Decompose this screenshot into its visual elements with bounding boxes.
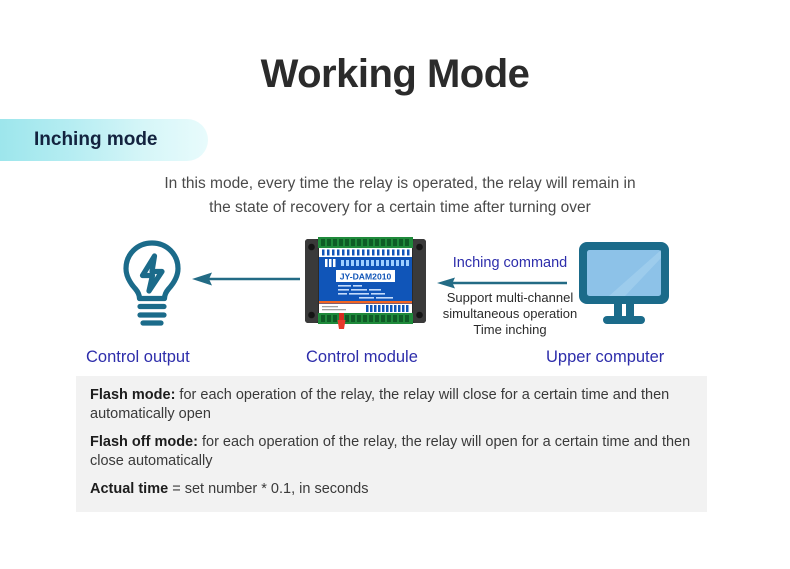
flash-mode-title: Flash mode:	[90, 387, 176, 403]
actual-time-title: Actual time	[90, 481, 169, 497]
inching-command-details: Support multi-channel simultaneous opera…	[425, 290, 595, 338]
monitor-icon	[575, 238, 673, 333]
flash-off-mode-text: for each operation of the relay, the rel…	[90, 434, 691, 469]
flash-off-mode-title: Flash off mode:	[90, 434, 198, 450]
flash-off-mode-description: Flash off mode: for each operation of th…	[90, 433, 693, 471]
caption-upper-computer: Upper computer	[546, 348, 665, 366]
module-model-label: JY-DAM2010	[340, 271, 392, 281]
inching-command-label: Inching command	[452, 255, 568, 271]
mode-badge: Inching mode	[0, 119, 208, 161]
control-module-device: JY-DAM2010	[303, 235, 428, 335]
caption-control-module: Control module	[306, 348, 418, 366]
light-bulb-icon	[118, 238, 186, 331]
command-detail-line-3: Time inching	[473, 322, 547, 337]
intro-line-2: the state of recovery for a certain time…	[209, 199, 591, 216]
flash-mode-description: Flash mode: for each operation of the re…	[90, 386, 693, 424]
diagram-captions: Control output Control module Upper comp…	[0, 348, 790, 372]
actual-time-text: = set number * 0.1, in seconds	[168, 481, 369, 497]
intro-paragraph: In this mode, every time the relay is op…	[95, 172, 705, 220]
arrow-left-icon-control-output	[192, 271, 300, 292]
command-detail-line-2: simultaneous operation	[442, 306, 578, 321]
command-detail-line-1: Support multi-channel	[446, 290, 574, 305]
actual-time-formula: Actual time = set number * 0.1, in secon…	[90, 480, 693, 499]
arrow-left-icon-inching-command	[437, 276, 567, 295]
mode-badge-label: Inching mode	[34, 129, 158, 150]
flash-mode-text: for each operation of the relay, the rel…	[90, 387, 670, 422]
caption-control-output: Control output	[86, 348, 190, 366]
working-mode-diagram: JY-DAM2010	[0, 228, 790, 368]
mode-details-box: Flash mode: for each operation of the re…	[76, 376, 707, 512]
page-title: Working Mode	[260, 52, 530, 96]
intro-line-1: In this mode, every time the relay is op…	[164, 175, 636, 192]
